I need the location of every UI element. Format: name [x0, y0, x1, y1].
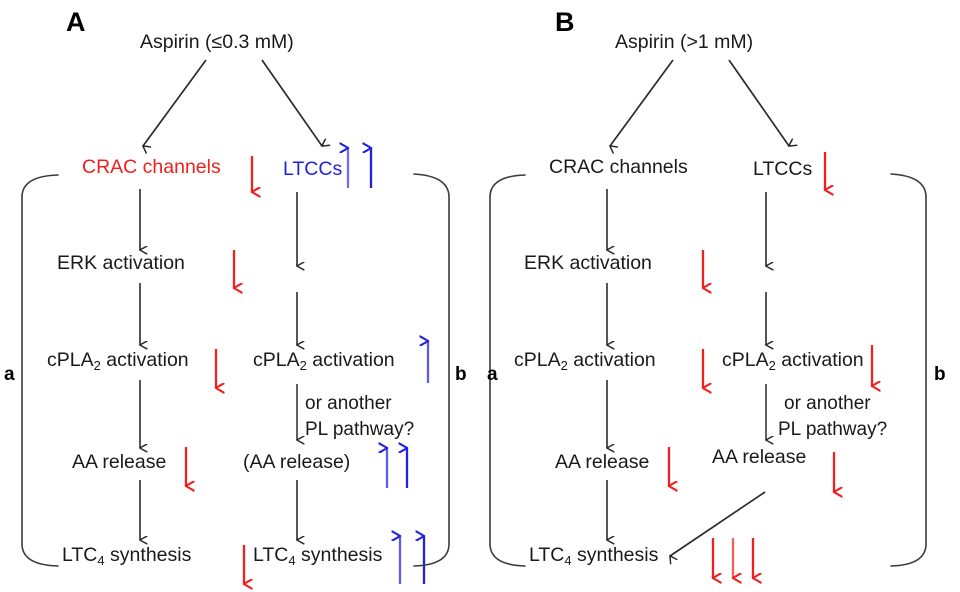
panel-a-node-erk-activation: ERK activation [57, 252, 185, 274]
ltc4-sub-b-left: 4 [564, 553, 572, 568]
ltc4-base-a-left: LTC [62, 544, 98, 566]
cpla2-base-b-right: cPLA [722, 349, 769, 371]
panel-a-node-crac-channels: CRAC channels [82, 156, 221, 178]
panel-a-vectors [21, 59, 450, 584]
panel-b-node-cpla2-activation-right: cPLA2 activation [722, 349, 864, 373]
panel-a-node-or-another: or another [305, 393, 392, 414]
panel-letter-b: B [555, 7, 575, 37]
brace-b-panel-a [413, 173, 450, 567]
panel-a-node-ltc4-synthesis: LTC4 synthesis [62, 544, 192, 568]
ltc4-tail-b-left: synthesis [571, 544, 659, 566]
ltc4-sub-a-right: 4 [288, 553, 296, 568]
panel-b-node-pl-pathway: PL pathway? [778, 419, 888, 440]
panel-b-node-crac-channels: CRAC channels [549, 156, 688, 178]
cpla2-sub-a-right: 2 [299, 358, 307, 373]
panel-a-node-pl-pathway: PL pathway? [305, 419, 415, 440]
arrow-aspirin-to-crac-a [143, 59, 207, 146]
ltc4-sub-a-left: 4 [97, 553, 105, 568]
panel-a-node-ltc4-synthesis-right: LTC4 synthesis [253, 544, 383, 568]
cpla2-tail-a-left: activation [100, 349, 189, 371]
panel-a-node-ltccs: LTCCs [283, 158, 343, 180]
panel-b-stimulus-label: Aspirin (>1 mM) [615, 31, 754, 53]
panel-a-node-cpla2-activation: cPLA2 activation [47, 349, 189, 373]
cpla2-sub-b-left: 2 [560, 358, 568, 373]
arrow-aspirin-to-crac-b [610, 59, 674, 146]
panel-a-stimulus-label: Aspirin (≤0.3 mM) [140, 31, 294, 53]
brace-b-panel-b [890, 173, 927, 567]
cpla2-base-a-right: cPLA [253, 349, 300, 371]
cpla2-tail-a-right: activation [306, 349, 395, 371]
cpla2-sub-b-right: 2 [768, 358, 776, 373]
ltc4-tail-a-right: synthesis [295, 544, 383, 566]
panel-b-node-aa-release-right: AA release [712, 446, 807, 468]
panel-b-node-ltc4-synthesis: LTC4 synthesis [529, 544, 659, 568]
cpla2-base-a-left: cPLA [47, 349, 94, 371]
cpla2-base-b-left: cPLA [514, 349, 561, 371]
panel-b-brace-label-a: a [487, 364, 498, 385]
cpla2-tail-b-right: activation [775, 349, 864, 371]
panel-b-brace-label-b: b [934, 364, 946, 385]
panel-a-brace-label-a: a [4, 364, 15, 385]
ltc4-base-b-left: LTC [529, 544, 565, 566]
arrow-aspirin-to-ltccs-a [261, 59, 322, 146]
panel-a-node-aa-release-right: (AA release) [243, 451, 351, 473]
panel-a-node-cpla2-activation-right: cPLA2 activation [253, 349, 395, 373]
panel-letter-a: A [66, 7, 86, 37]
panel-b-node-erk-activation: ERK activation [524, 252, 652, 274]
panel-b-node-cpla2-activation: cPLA2 activation [514, 349, 656, 373]
arrow-aarelease-to-ltc4-diagonal-b [670, 491, 766, 556]
cpla2-sub-a-left: 2 [93, 358, 101, 373]
panel-a-brace-label-b: b [455, 364, 467, 385]
cpla2-tail-b-left: activation [567, 349, 656, 371]
ltc4-base-a-right: LTC [253, 544, 289, 566]
panel-b-node-ltccs: LTCCs [753, 158, 813, 180]
panel-a-node-aa-release: AA release [72, 451, 167, 473]
panel-b-node-aa-release: AA release [555, 451, 650, 473]
arrow-aspirin-to-ltccs-b [728, 59, 789, 146]
ltc4-tail-a-left: synthesis [104, 544, 192, 566]
panel-b-vectors [489, 59, 927, 578]
panel-b-node-or-another: or another [784, 393, 871, 414]
